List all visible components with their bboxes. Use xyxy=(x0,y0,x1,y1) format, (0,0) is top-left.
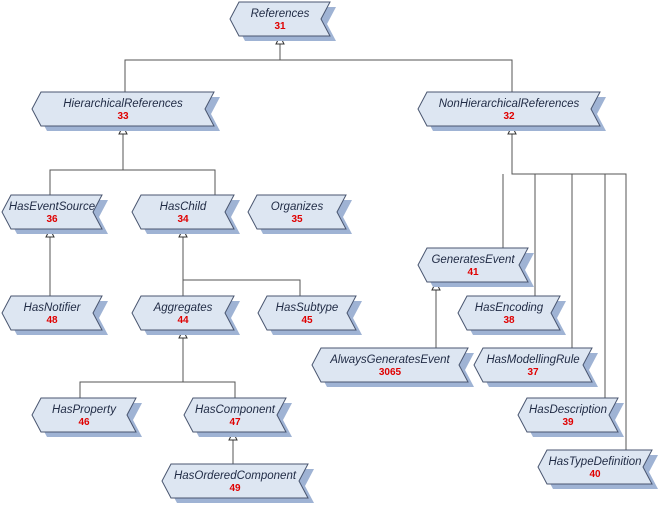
node-id: 48 xyxy=(46,315,58,326)
node-id: 34 xyxy=(177,214,189,225)
node-label: AlwaysGeneratesEvent xyxy=(329,354,450,366)
connector-line-0 xyxy=(124,59,513,92)
node-shape xyxy=(131,295,235,331)
node-id: 36 xyxy=(46,214,58,225)
node-shape xyxy=(31,397,137,433)
node-id: 3065 xyxy=(379,367,402,378)
node-shape xyxy=(183,397,287,433)
node-shape xyxy=(1,295,103,331)
node-id: 41 xyxy=(467,267,479,278)
node-label: HasSubtype xyxy=(276,302,339,314)
node-shape xyxy=(537,449,653,485)
node-shape xyxy=(311,347,469,383)
node-id: 39 xyxy=(562,417,574,428)
node-shape xyxy=(131,194,235,230)
node-shape xyxy=(229,1,331,37)
node-shape xyxy=(473,347,593,383)
node-shape xyxy=(457,295,561,331)
node-shape xyxy=(161,463,309,499)
node-label: Aggregates xyxy=(153,302,213,314)
node-id: 32 xyxy=(503,111,515,122)
node-id: 33 xyxy=(117,111,129,122)
node-label: HasProperty xyxy=(52,404,117,416)
node-label: HasOrderedComponent xyxy=(174,470,297,482)
node-id: 46 xyxy=(78,417,90,428)
node-label: References xyxy=(251,8,310,20)
node-id: 40 xyxy=(589,469,601,480)
node-label: HasNotifier xyxy=(24,302,82,314)
node-label: HasChild xyxy=(160,201,207,213)
node-label: NonHierarchicalReferences xyxy=(439,98,580,110)
node-label: HierarchicalReferences xyxy=(63,98,183,110)
node-label: HasModellingRule xyxy=(486,354,579,366)
node-label: HasTypeDefinition xyxy=(548,456,641,468)
node-id: 44 xyxy=(177,315,189,326)
node-label: GeneratesEvent xyxy=(431,254,515,266)
node-shape xyxy=(1,194,103,230)
connector-lines xyxy=(45,34,627,464)
node-shape xyxy=(257,295,357,331)
connector-line-7 xyxy=(79,381,236,398)
node-id: 31 xyxy=(274,21,286,32)
node-shape xyxy=(517,397,619,433)
node-id: 37 xyxy=(527,367,539,378)
connector-line-15 xyxy=(511,126,627,450)
node-shape xyxy=(247,194,347,230)
node-shape xyxy=(417,91,601,127)
node-id: 35 xyxy=(291,214,303,225)
node-label: HasEventSource xyxy=(9,201,95,213)
node-label: HasDescription xyxy=(529,404,607,416)
node-id: 45 xyxy=(301,315,313,326)
connector-line-2 xyxy=(49,169,216,195)
node-label: HasEncoding xyxy=(475,302,544,314)
node-shape xyxy=(417,247,529,283)
node-shape xyxy=(31,91,215,127)
connector-line-6 xyxy=(183,279,301,296)
node-label: HasComponent xyxy=(195,404,276,416)
node-id: 38 xyxy=(503,315,515,326)
node-id: 49 xyxy=(229,483,241,494)
node-id: 47 xyxy=(229,417,241,428)
node-label: Organizes xyxy=(271,201,324,213)
